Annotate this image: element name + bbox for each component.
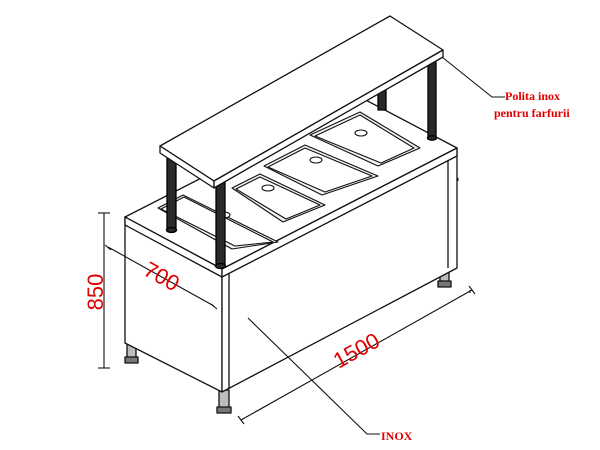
inox-label: INOX [381,429,413,443]
shelf-label-line2: pentru farfurii [494,106,570,120]
plate-shelf [159,15,444,189]
length-dimension: 1500 [329,328,384,374]
dimension-lines [98,212,476,425]
counter-drawing [124,15,458,414]
callout-labels: Polita inox pentru farfurii INOX [381,89,570,443]
shelf-label-line1: Polita inox [505,89,560,103]
leader-lines [247,56,505,435]
height-dimension: 850 [83,274,108,311]
marks [457,178,471,293]
